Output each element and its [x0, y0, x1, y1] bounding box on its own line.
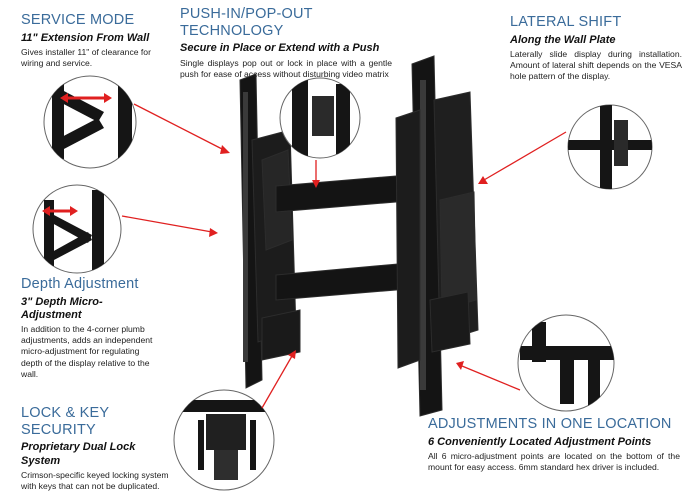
- service-mode-body: Gives installer 11" of clearance for wir…: [21, 46, 151, 69]
- lock-key-heading: LOCK & KEY SECURITY: [21, 405, 109, 438]
- depth-adjustment-heading: Depth Adjustment: [21, 276, 139, 292]
- callout-arrows: [121, 103, 567, 409]
- adjustments-section: ADJUSTMENTS IN ONE LOCATION 6 Convenient…: [428, 416, 680, 473]
- service-mode-detail-image: [43, 75, 137, 169]
- depth-adjustment-detail-image: [32, 184, 122, 274]
- depth-adjustment-body: In addition to the 4-corner plumb adjust…: [21, 324, 153, 379]
- push-in-detail-image: [279, 77, 361, 159]
- depth-adjustment-subheading: 3" Depth Micro-Adjustment: [21, 295, 103, 321]
- adjustments-heading: ADJUSTMENTS IN ONE LOCATION: [428, 416, 672, 432]
- adjustments-subheading: 6 Conveniently Located Adjustment Points: [428, 435, 652, 448]
- lock-key-body: Crimson-specific keyed locking system wi…: [21, 469, 169, 491]
- lock-key-detail-image: [173, 389, 275, 491]
- lateral-shift-body: Laterally slide display during installat…: [510, 48, 682, 82]
- lock-key-subheading: Proprietary Dual Lock System: [21, 441, 136, 467]
- push-in-body: Single displays pop out or lock in place…: [180, 57, 392, 79]
- push-in-heading: PUSH-IN/POP-OUT TECHNOLOGY: [180, 6, 313, 39]
- service-mode-section: SERVICE MODE 11" Extension From Wall Giv…: [21, 12, 171, 69]
- push-in-subheading: Secure in Place or Extend with a Push: [180, 42, 380, 55]
- lateral-shift-subheading: Along the Wall Plate: [510, 33, 616, 46]
- adjustments-body: All 6 micro-adjustment points are locate…: [428, 450, 680, 473]
- service-mode-subheading: 11" Extension From Wall: [21, 31, 150, 44]
- lateral-shift-section: LATERAL SHIFT Along the Wall Plate Later…: [510, 14, 682, 82]
- wall-mount-image: [239, 55, 479, 417]
- depth-adjustment-section: Depth Adjustment 3" Depth Micro-Adjustme…: [21, 276, 161, 380]
- push-in-section: PUSH-IN/POP-OUT TECHNOLOGY Secure in Pla…: [180, 6, 392, 80]
- lock-key-section: LOCK & KEY SECURITY Proprietary Dual Loc…: [21, 405, 171, 492]
- lateral-shift-detail-image: [567, 104, 653, 190]
- lateral-shift-heading: LATERAL SHIFT: [510, 14, 622, 30]
- service-mode-heading: SERVICE MODE: [21, 12, 135, 28]
- adjustments-detail-image: [517, 314, 615, 412]
